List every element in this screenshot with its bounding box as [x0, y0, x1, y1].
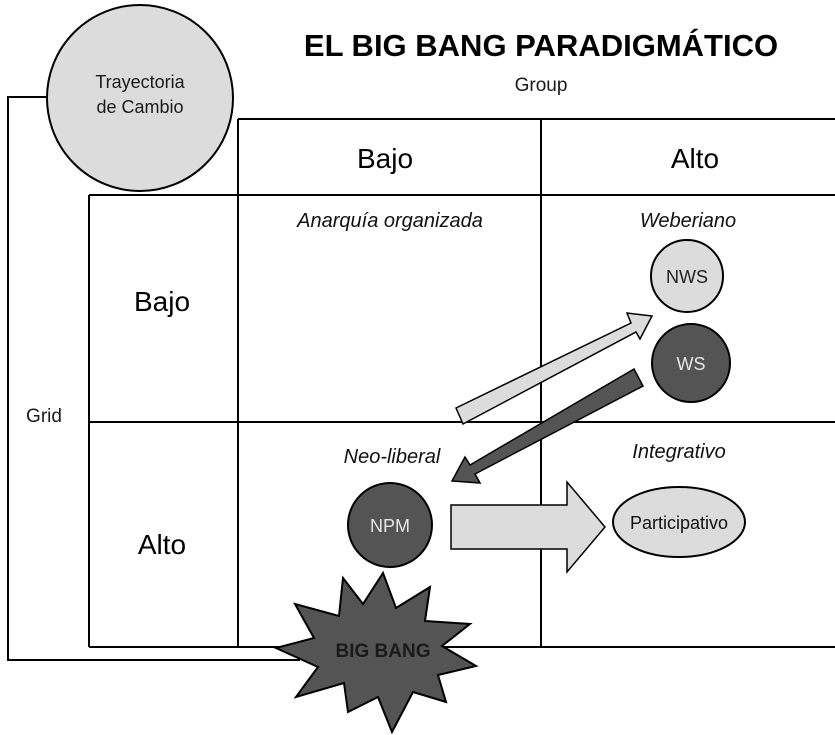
arrow-from-ws-to-neoliberal: [450, 367, 645, 484]
column-header-bajo: Bajo: [357, 143, 413, 174]
trajectory-circle: [46, 4, 234, 192]
nws-node: [650, 239, 724, 313]
grid-axis-label: Grid: [26, 406, 62, 427]
participativo-label: Participativo: [630, 513, 728, 533]
quadrant-label-weberiano: Weberiano: [640, 210, 736, 232]
big-bang-starburst: [273, 570, 479, 735]
npm-node: [347, 482, 433, 568]
column-header-alto: Alto: [671, 143, 719, 174]
row-header-bajo: Bajo: [134, 286, 190, 317]
nws-label: NWS: [666, 267, 708, 287]
ws-label: WS: [677, 354, 706, 374]
group-axis-label: Group: [515, 75, 568, 96]
grid-label-background: [18, 400, 70, 430]
quadrant-label-integrativo: Integrativo: [632, 441, 725, 463]
big-bang-label: BIG BANG: [336, 641, 431, 662]
ws-node: [651, 323, 731, 403]
trajectory-label-line-2: de Cambio: [96, 97, 183, 117]
npm-label: NPM: [370, 516, 410, 536]
arrow-to-nws: [455, 312, 654, 426]
matrix-grid: [88, 118, 835, 648]
diagram-title: EL BIG BANG PARADIGMÁTICO: [304, 28, 778, 63]
row-header-alto: Alto: [138, 529, 186, 560]
quadrant-label-anarquia: Anarquía organizada: [296, 210, 483, 232]
participativo-node: [612, 486, 746, 558]
feedback-loop-line: [7, 91, 300, 661]
arrow-to-participativo: [450, 479, 606, 575]
quadrant-label-neoliberal: Neo-liberal: [344, 446, 441, 468]
trajectory-label-line-1: Trayectoria: [95, 72, 185, 92]
